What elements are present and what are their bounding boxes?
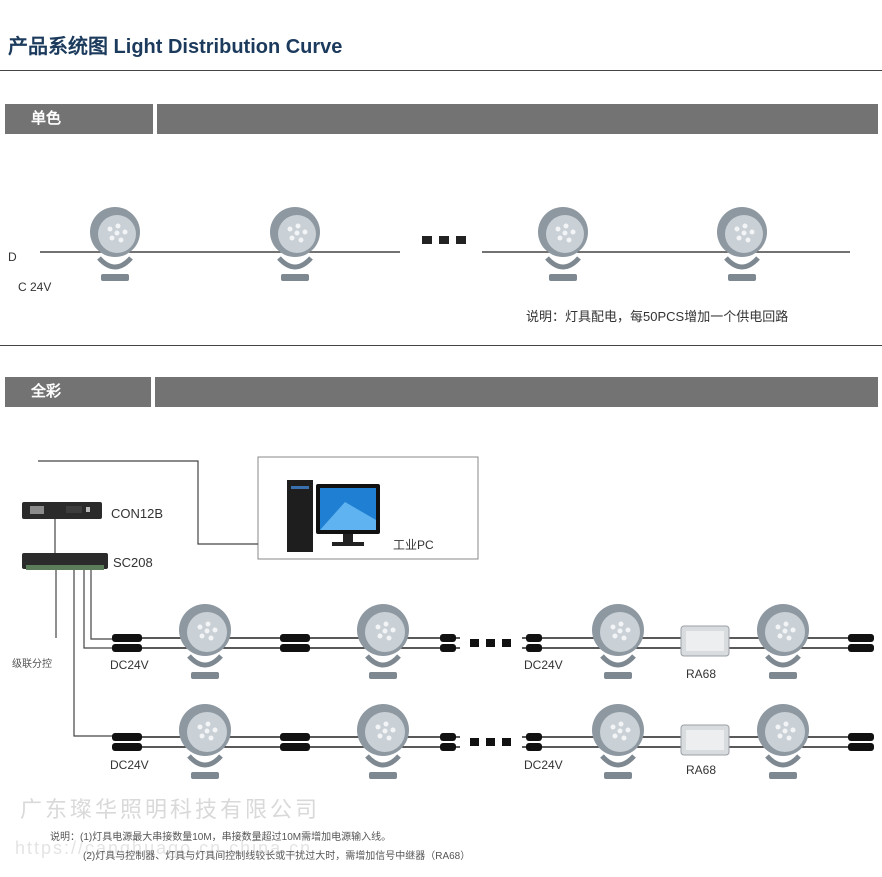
- section-bar-full: 全彩: [5, 377, 151, 407]
- note-line-1: 说明：(1)灯具电源最大串接数量10M，串接数量超过10M需增加电源输入线。: [50, 832, 392, 843]
- section-divider: [0, 345, 882, 346]
- section-bar-full-extension: [155, 377, 878, 407]
- section-label-single: 单色: [31, 110, 62, 127]
- ra68-repeater-icon: [680, 625, 730, 657]
- ellipsis-icon: [470, 639, 511, 746]
- floodlight-icon: [717, 207, 767, 281]
- floodlight-icon: [357, 604, 409, 679]
- ellipsis-dot: [456, 236, 466, 244]
- row1-wire-b: [83, 570, 115, 649]
- floodlight-icon: [592, 604, 644, 679]
- power-label: DC24V: [110, 758, 149, 772]
- power-label: DC24V: [524, 658, 563, 672]
- power-label: DC24V: [110, 658, 149, 672]
- cascade-label: 级联分控: [12, 659, 52, 670]
- section-label-full: 全彩: [31, 383, 62, 400]
- repeater-label: RA68: [686, 667, 717, 681]
- cable-connector-icons: [112, 634, 874, 751]
- floodlight-icon: [179, 704, 231, 779]
- single-note: 说明：灯具配电，每50PCS增加一个供电回路: [526, 309, 789, 324]
- row1-wire-a: [90, 570, 115, 640]
- watermark-url: https://canghuago.cn.china.cn: [15, 838, 313, 858]
- floodlight-icon: [357, 704, 409, 779]
- full-color-diagram: [22, 456, 874, 779]
- floodlight-icon: [538, 207, 588, 281]
- row2-wire: [73, 570, 115, 737]
- sc208-label: SC208: [113, 555, 153, 570]
- ellipsis-dot: [422, 236, 432, 244]
- power-label-c24v: C 24V: [18, 280, 52, 294]
- floodlight-icon: [757, 604, 809, 679]
- floodlight-icon: [179, 604, 231, 679]
- network-wire: [38, 460, 258, 545]
- con12b-label: CON12B: [111, 506, 164, 521]
- header-divider: [0, 70, 882, 71]
- sc208-controller-icon: [22, 553, 108, 570]
- page-title: 产品系统图 Light Distribution Curve: [8, 36, 343, 58]
- floodlight-icon: [757, 704, 809, 779]
- section-bar-single: 单色: [5, 104, 153, 134]
- con12b-controller-icon: [22, 502, 102, 519]
- single-color-diagram: [40, 207, 850, 281]
- note-line-2: (2)灯具与控制器、灯具与灯具间控制线较长或干扰过大时，需增加信号中继器（RA6…: [83, 851, 471, 862]
- pc-label: 工业PC: [393, 538, 434, 552]
- floodlight-icon: [592, 704, 644, 779]
- floodlight-icon: [270, 207, 320, 281]
- ra68-repeater-icon: [680, 724, 730, 756]
- watermark-company: 广东璨华照明科技有限公司: [20, 797, 321, 822]
- ellipsis-dot: [439, 236, 449, 244]
- repeater-label: RA68: [686, 763, 717, 777]
- power-label: DC24V: [524, 758, 563, 772]
- power-label-d: D: [8, 250, 17, 264]
- floodlight-icon: [90, 207, 140, 281]
- computer-icon: [287, 480, 380, 552]
- section-bar-single-extension: [157, 104, 878, 134]
